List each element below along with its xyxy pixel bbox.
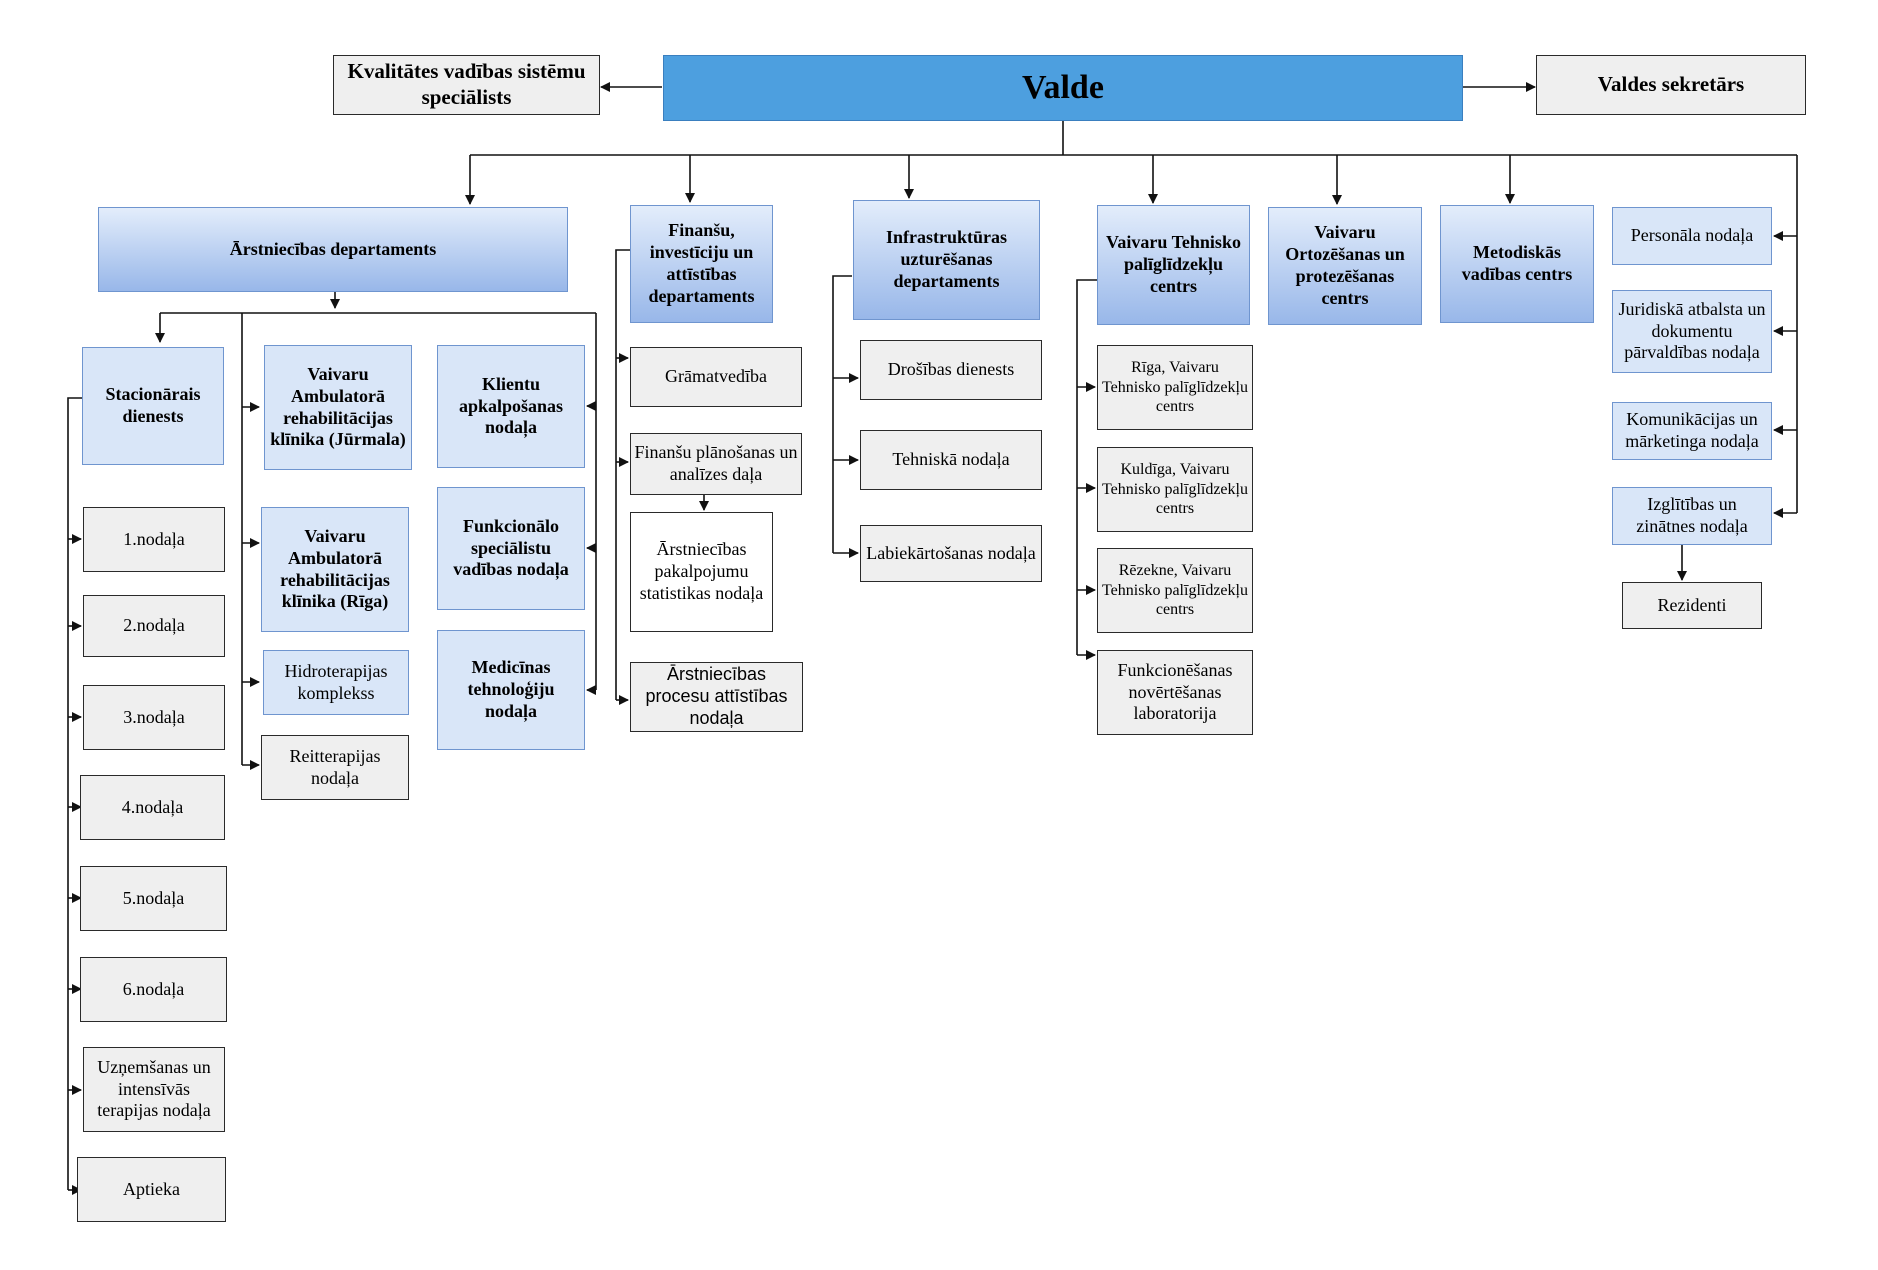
node-juridiska: Juridiskā atbalsta un dokumentu pārvaldī… [1612,290,1772,373]
node-statistika: Ārstniecības pakalpojumu statistikas nod… [630,512,773,632]
node-drosibas: Drošības dienests [860,340,1042,400]
node-komunikacijas: Komunikācijas un mārketinga nodaļa [1612,402,1772,460]
node-aptieka: Aptieka [77,1157,226,1222]
connector-42 [832,275,852,553]
node-sekretars: Valdes sekretārs [1536,55,1806,115]
node-kvalitate: Kvalitātes vadības sistēmu speciālists [333,55,600,115]
node-fin-dep: Finanšu, investīciju un attīstības depar… [630,205,773,323]
node-labiekartosanas: Labiekārtošanas nodaļa [860,525,1042,582]
node-nod5: 5.nodaļa [80,866,227,931]
node-fin-plan: Finanšu plānošanas un analīzes daļa [630,433,802,495]
node-reitterapija: Reitterapijas nodaļa [261,735,409,800]
node-metod-centrs: Metodiskās vadības centrs [1440,205,1594,323]
node-nod3: 3.nodaļa [83,685,225,750]
connector-46 [1076,279,1097,655]
node-arstn-dep: Ārstniecības departaments [98,207,568,292]
node-izglitibas: Izglītības un zinātnes nodaļa [1612,487,1772,545]
node-jurmala: Vaivaru Ambulatorā rehabilitācijas klīni… [264,345,412,470]
node-klientu: Klientu apkalpošanas nodaļa [437,345,585,468]
node-medtehn: Medicīnas tehnoloģiju nodaļa [437,630,585,750]
node-personala: Personāla nodaļa [1612,207,1772,265]
node-orto-centrs: Vaivaru Ortozēšanas un protezēšanas cent… [1268,207,1422,325]
node-nod4: 4.nodaļa [80,775,225,840]
node-gramatvediba: Grāmatvedība [630,347,802,407]
node-tc-kuldiga: Kuldīga, Vaivaru Tehnisko palīglīdzekļu … [1097,447,1253,532]
node-tc-rezekne: Rēzekne, Vaivaru Tehnisko palīglīdzekļu … [1097,548,1253,633]
node-infra-dep: Infrastruktūras uzturēšanas departaments [853,200,1040,320]
node-tc-riga: Rīga, Vaivaru Tehnisko palīglīdzekļu cen… [1097,345,1253,430]
node-nod6: 6.nodaļa [80,957,227,1022]
node-uznemsanas: Uzņemšanas un intensīvās terapijas nodaļ… [83,1047,225,1132]
node-procesu: Ārstniecības procesu attīstības nodaļa [630,662,803,732]
connector-37 [615,249,630,700]
node-hidroterapija: Hidroterapijas komplekss [263,650,409,715]
node-funkcionesanas: Funkcionēšanas novērtēšanas laboratorija [1097,650,1253,735]
node-valde: Valde [663,55,1463,121]
node-nod2: 2.nodaļa [83,595,225,657]
node-funkcionalo: Funkcionālo speciālistu vadības nodaļa [437,487,585,610]
node-tehniska: Tehniskā nodaļa [860,430,1042,490]
connector-28 [67,397,82,1190]
node-stacionarais: Stacionārais dienests [82,347,224,465]
node-nod1: 1.nodaļa [83,507,225,572]
node-riga-klinika: Vaivaru Ambulatorā rehabilitācijas klīni… [261,507,409,632]
node-tehn-centrs: Vaivaru Tehnisko palīglīdzekļu centrs [1097,205,1250,325]
node-rezidenti: Rezidenti [1622,582,1762,629]
